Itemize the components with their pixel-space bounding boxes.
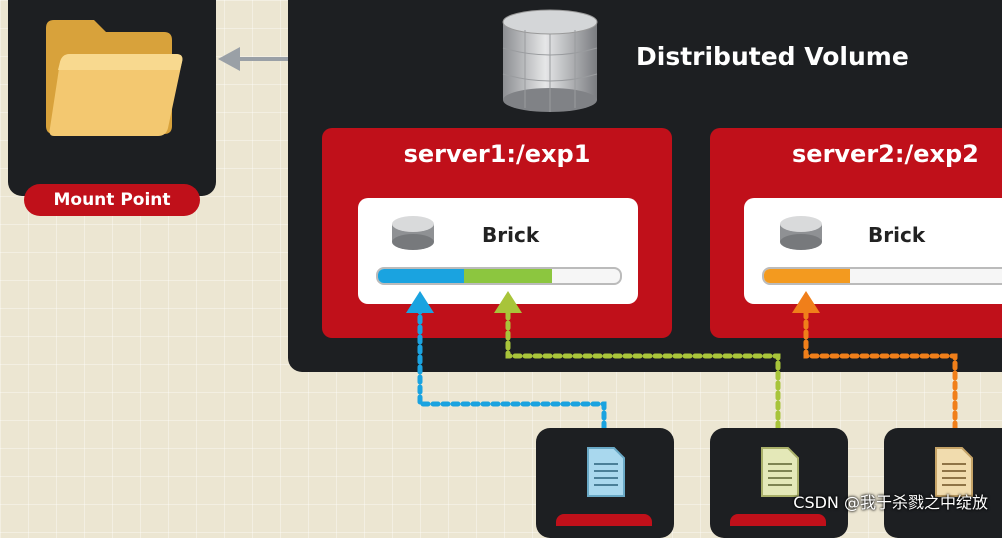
blue-file-segment <box>378 269 464 283</box>
server2-brick-label: Brick <box>868 223 926 247</box>
file-flow-arrows <box>406 291 958 431</box>
volume-title: Distributed Volume <box>636 42 909 71</box>
server1-name: server1:/exp1 <box>403 140 591 168</box>
green-file-segment <box>464 269 552 283</box>
file-tile-blue-label-strip <box>556 514 652 526</box>
folder-icon <box>46 20 183 136</box>
file-icon <box>935 447 973 497</box>
brick-disk-icon <box>392 216 434 250</box>
server2-brick-usage-bar <box>762 267 1002 285</box>
brick-disk-icon <box>780 216 822 250</box>
mount-point-label: Mount Point <box>24 184 200 216</box>
file-tile-green-label-strip <box>730 514 826 526</box>
database-icon <box>502 9 598 112</box>
server1-brick-label: Brick <box>482 223 540 247</box>
orange-file-segment <box>764 269 850 283</box>
file-icon <box>587 447 625 497</box>
file-icon <box>761 447 799 497</box>
server1-brick-card <box>358 198 638 304</box>
watermark-text: CSDN @我于杀戮之中绽放 <box>793 493 988 512</box>
mount-point-panel <box>8 0 216 196</box>
server2-brick-card <box>744 198 1002 304</box>
server1-brick-usage-bar <box>376 267 622 285</box>
server2-name: server2:/exp2 <box>792 140 979 168</box>
